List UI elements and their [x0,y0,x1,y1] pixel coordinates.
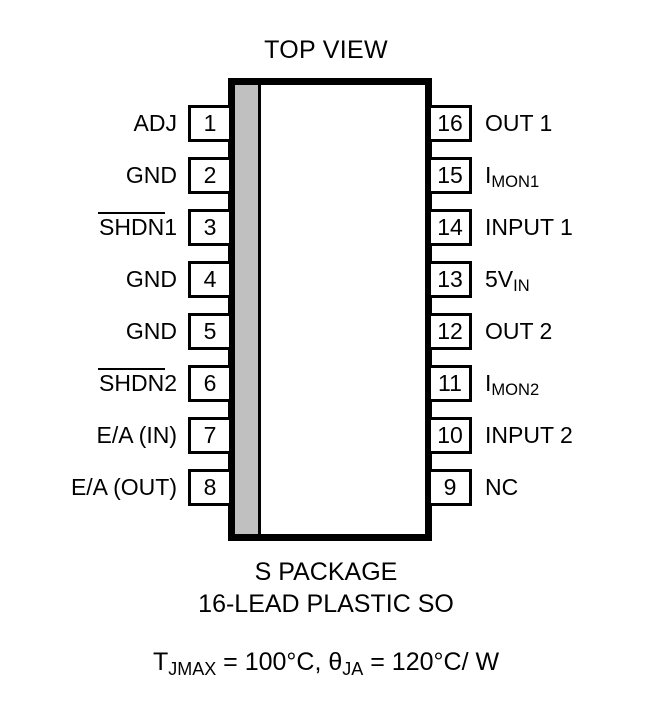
pin-number-box: 12 [428,313,472,350]
pin-row: 10 INPUT 2 [428,417,652,454]
pin-number-box: 6 [188,365,232,402]
pin-number-box: 2 [188,157,232,194]
pin-row: 15 IMON1 [428,157,652,194]
pin-label: E/A (OUT) [70,474,177,500]
tjmax-subscript: JMAX [168,658,217,679]
pin-number-box: 10 [428,417,472,454]
pin-label: IMON2 [485,370,540,400]
pin-row: GND 4 [0,261,232,298]
active-low-overline: SHDN [98,212,166,240]
pin-row: 9 NC [428,469,652,506]
pin-number-box: 16 [428,105,472,142]
pin-label: GND [125,318,177,344]
pin-label: SHDN2 [98,368,177,396]
pin-row: 14 INPUT 1 [428,209,652,246]
pin-number-box: 7 [188,417,232,454]
pin-row: ADJ 1 [0,105,232,142]
tjmax-value: = 100°C, [216,648,329,676]
pin-row: E/A (IN) 7 [0,417,232,454]
pin-number-box: 3 [188,209,232,246]
package-pin1-stripe [235,85,261,534]
pin-row: 13 5VIN [428,261,652,298]
package-name: S PACKAGE [254,558,398,586]
pin-row: SHDN1 3 [0,209,232,246]
pin-label: ADJ [133,110,177,136]
pin-label: 5VIN [485,266,530,296]
theta-symbol: θ [328,648,343,676]
pin-label-subscript: IN [513,276,530,296]
pin-number-box: 5 [188,313,232,350]
pin-row: GND 2 [0,157,232,194]
pin-row: 11 IMON2 [428,365,652,402]
pin-label: INPUT 2 [485,422,573,448]
pin-label: INPUT 1 [485,214,573,240]
pin-number-box: 4 [188,261,232,298]
pin-row: 12 OUT 2 [428,313,652,350]
pin-number-box: 1 [188,105,232,142]
top-view-title: TOP VIEW [264,36,388,64]
pin-label-subscript: MON1 [491,172,540,192]
package-caption: S PACKAGE 16-LEAD PLASTIC SO [0,556,652,620]
pin-label: OUT 1 [485,110,553,136]
pin-row: SHDN2 6 [0,365,232,402]
package-description: 16-LEAD PLASTIC SO [198,590,454,618]
tjmax-symbol: T [152,648,169,676]
pin-label: SHDN1 [98,212,177,240]
pin-label: OUT 2 [485,318,553,344]
pin-label: IMON1 [485,162,540,192]
pin-number-box: 8 [188,469,232,506]
pin-label: E/A (IN) [96,422,177,448]
pin-number-box: 13 [428,261,472,298]
pin-number-box: 11 [428,365,472,402]
thermal-specification: TJMAX = 100°C, θJA = 120°C/ W [0,648,652,679]
pin-label: NC [485,474,519,500]
pin-row: E/A (OUT) 8 [0,469,232,506]
theta-value: = 120°C/ W [363,648,500,676]
pin-number-box: 15 [428,157,472,194]
pin-row: GND 5 [0,313,232,350]
pin-label-subscript: MON2 [491,380,540,400]
package-body-outline [228,78,432,541]
pin-number-box: 9 [428,469,472,506]
active-low-overline: SHDN [98,368,166,396]
pin-label: GND [125,266,177,292]
pin-label: GND [125,162,177,188]
pin-number-box: 14 [428,209,472,246]
theta-subscript: JA [342,658,364,679]
pin-row: 16 OUT 1 [428,105,652,142]
